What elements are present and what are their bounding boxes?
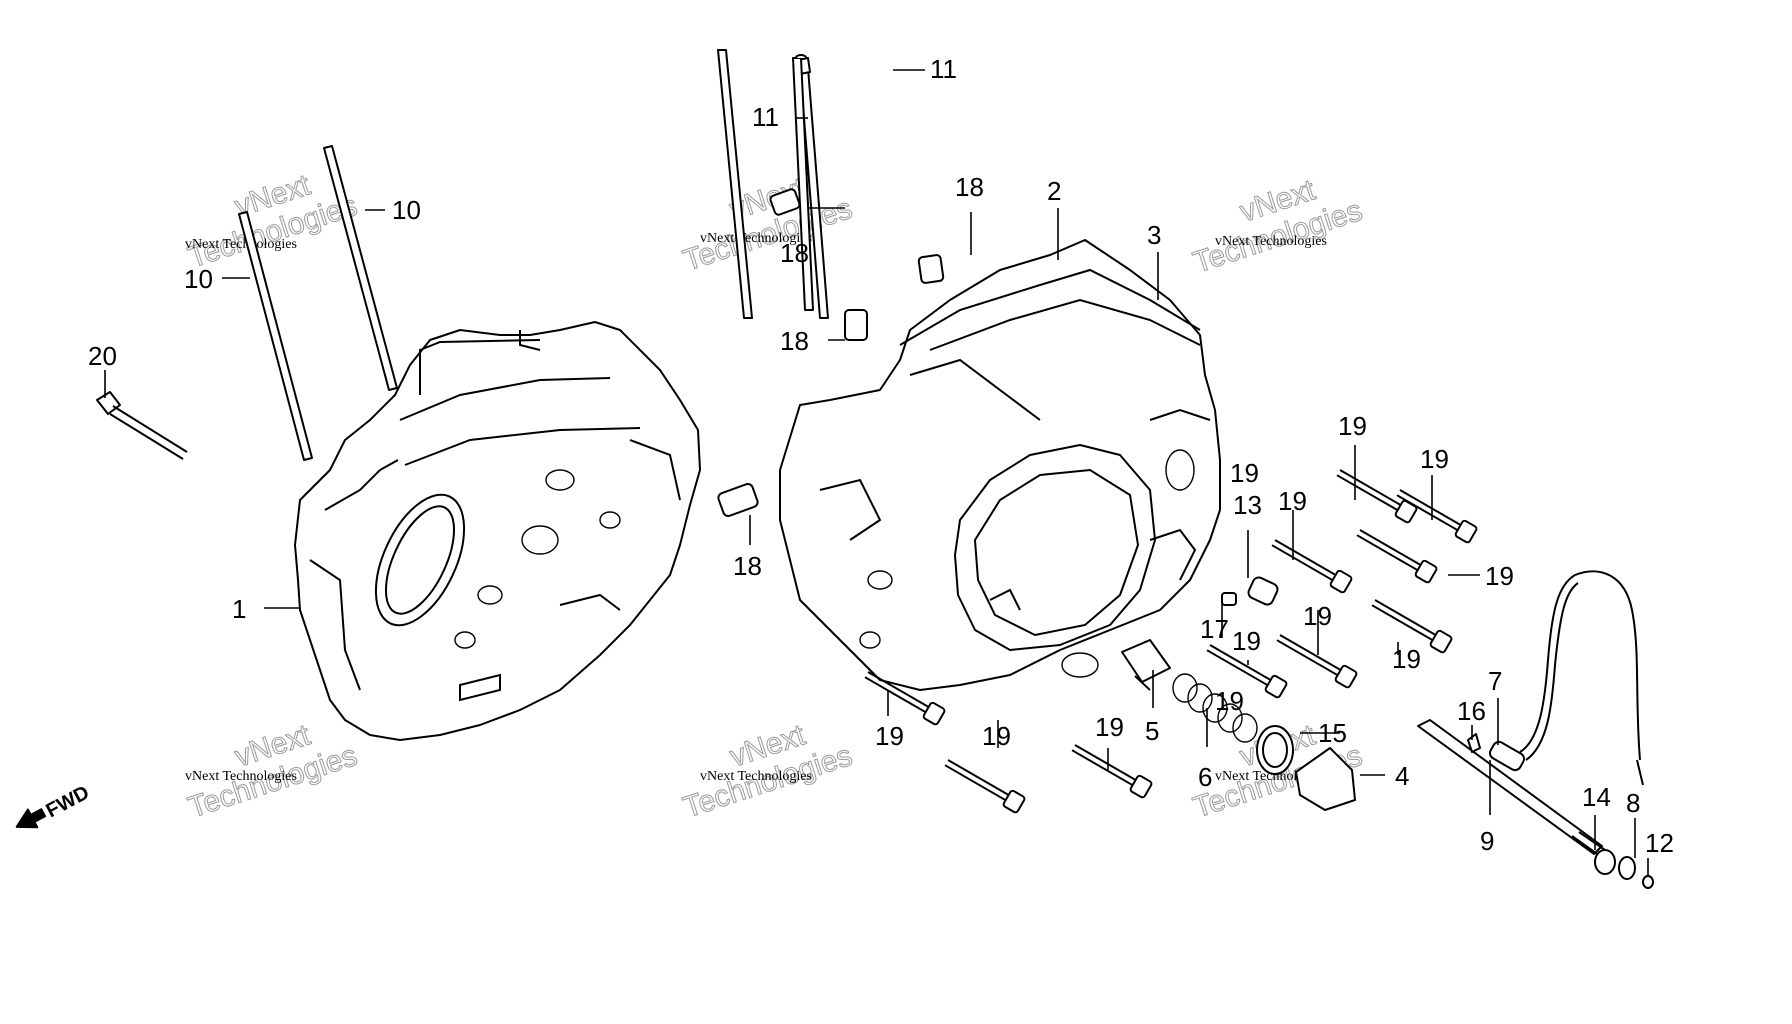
callout-11-left: 11 [752,102,779,132]
part-5 [1121,639,1171,683]
callout-3: 3 [1147,220,1161,250]
callout-2: 2 [1047,176,1061,206]
callout-14: 14 [1582,782,1611,812]
bolts-19 [864,469,1478,814]
callout-18-top: 18 [955,172,984,202]
stud-11-left [717,49,753,319]
bolt-20-head [96,391,121,415]
callout-19-a: 19 [1338,411,1367,441]
leader-lines [104,69,1649,876]
shaft-cable-parts [1417,570,1654,889]
callout-20: 20 [88,341,117,371]
oil-screen-parts [1121,576,1356,811]
callout-16: 16 [1457,696,1486,726]
watermark-small: vNext Technologies [1215,234,1327,249]
callout-19-g: 19 [1392,644,1421,674]
callout-19-i: 19 [982,721,1011,751]
part-7 [1488,740,1526,772]
callout-11-right: 11 [930,54,957,84]
callout-12: 12 [1645,828,1674,858]
callout-15: 15 [1318,718,1347,748]
watermark-small: vNext Technologies [185,769,297,784]
cap-4 [1295,747,1356,811]
callout-19-d: 19 [1485,561,1514,591]
watermark-small: vNext Technologies [185,237,297,252]
callout-19-j: 19 [1095,712,1124,742]
callout-19-e: 19 [1303,601,1332,631]
callout-10-left: 10 [184,264,213,294]
studs [96,49,829,461]
callout-19-k: 19 [1230,458,1259,488]
callout-4: 4 [1395,761,1409,791]
bolt-20-shaft [112,405,188,453]
part-17 [1221,592,1237,606]
callout-10-right: 10 [392,195,421,225]
stud-10-right [323,145,398,391]
callout-19-f: 19 [1232,626,1261,656]
part-13 [1247,576,1279,606]
callout-19-h: 19 [875,721,904,751]
right-crankcase [779,239,1221,691]
shaft-9 [1417,719,1603,855]
dowels [717,188,945,518]
fwd-arrow: FWD [15,782,93,829]
callout-1: 1 [232,594,246,624]
part-8 [1618,856,1636,880]
part-16 [1467,733,1481,753]
callout-5: 5 [1145,716,1159,746]
callout-labels: 1 2 3 4 5 6 7 8 9 10 10 11 11 12 13 14 1… [88,54,1674,858]
callout-18-bottom: 18 [733,551,762,581]
callout-18-left: 18 [780,326,809,356]
left-crankcase [294,321,701,741]
spring-6 [1172,673,1258,743]
callout-19-b: 19 [1420,444,1449,474]
callout-19-c: 19 [1278,486,1307,516]
callout-6: 6 [1198,762,1212,792]
part-12 [1642,875,1654,889]
stud-10-left [238,211,313,461]
callout-7: 7 [1488,666,1502,696]
callout-9: 9 [1480,826,1494,856]
callout-18-upper-left: 18 [780,238,809,268]
part-14 [1594,849,1616,875]
watermark-small: vNext Technologies [700,231,812,246]
callout-13: 13 [1233,490,1262,520]
cable [1519,570,1641,761]
fwd-label: FWD [42,782,93,823]
callout-17: 17 [1200,614,1229,644]
callout-8: 8 [1626,788,1640,818]
callout-19-l: 19 [1215,686,1244,716]
watermark-small: vNext Technologies [700,769,812,784]
